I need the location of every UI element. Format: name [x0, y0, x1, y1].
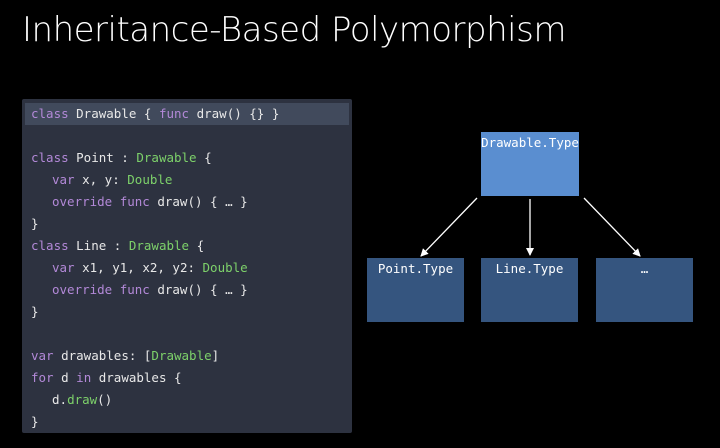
code-line: }	[22, 213, 352, 235]
code-panel: class Drawable { func draw() {} }class P…	[22, 99, 352, 433]
arrow-to-more	[583, 197, 641, 257]
code-line-highlighted: class Drawable { func draw() {} }	[25, 103, 349, 125]
code-line: override func draw() { … }	[22, 279, 352, 301]
code-token: Drawable {	[76, 106, 159, 121]
code-line: }	[22, 301, 352, 323]
code-token: }	[31, 216, 39, 231]
code-token: draw() { … }	[157, 194, 248, 209]
arrow-to-point	[420, 197, 478, 257]
code-line: var drawables: [Drawable]	[22, 345, 352, 367]
code-token: }	[31, 304, 39, 319]
code-token: override func	[52, 194, 158, 209]
code-line: var x, y: Double	[22, 169, 352, 191]
drawable-type-node: Drawable.Type	[481, 132, 579, 196]
code-token: draw() { … }	[157, 282, 248, 297]
code-token: drawables: [	[61, 348, 152, 363]
code-token: drawables {	[98, 370, 182, 385]
code-token: for	[31, 370, 62, 385]
line-type-node: Line.Type	[481, 258, 578, 322]
code-token: x, y:	[82, 172, 128, 187]
code-token: {	[196, 150, 212, 165]
code-line: }	[22, 411, 352, 433]
code-token: x1, y1, x2, y2:	[82, 260, 203, 275]
code-token: class	[31, 238, 77, 253]
code-token: Drawable	[151, 348, 212, 363]
code-token: override func	[52, 282, 158, 297]
code-token: d.	[52, 392, 68, 407]
code-token: class	[31, 106, 77, 121]
more-types-node: …	[596, 258, 693, 322]
code-line: for d in drawables {	[22, 367, 352, 389]
code-token: {	[189, 238, 205, 253]
code-token: class	[31, 150, 77, 165]
code-token: ]	[211, 348, 220, 363]
code-token: var	[31, 348, 62, 363]
code-token: ()	[97, 392, 113, 407]
code-token: }	[31, 414, 39, 429]
point-type-node: Point.Type	[367, 258, 464, 322]
code-token: draw	[67, 392, 98, 407]
code-line: var x1, y1, x2, y2: Double	[22, 257, 352, 279]
slide-title: Inheritance-Based Polymorphism	[22, 10, 566, 50]
code-token: Double	[127, 172, 173, 187]
code-line: override func draw() { … }	[22, 191, 352, 213]
code-token: Point :	[76, 150, 137, 165]
code-token: Line :	[76, 238, 129, 253]
code-line: class Line : Drawable {	[22, 235, 352, 257]
code-token: Drawable	[128, 238, 190, 253]
code-token: draw() {} }	[196, 106, 280, 121]
code-token: var	[52, 172, 83, 187]
code-token: Drawable	[136, 150, 197, 165]
code-line: d.draw()	[22, 389, 352, 411]
code-token: in	[76, 370, 99, 385]
code-token: Double	[202, 260, 248, 275]
code-token: d	[61, 370, 77, 385]
code-token: func	[158, 106, 197, 121]
code-line: class Point : Drawable {	[22, 147, 352, 169]
code-token: var	[52, 260, 83, 275]
